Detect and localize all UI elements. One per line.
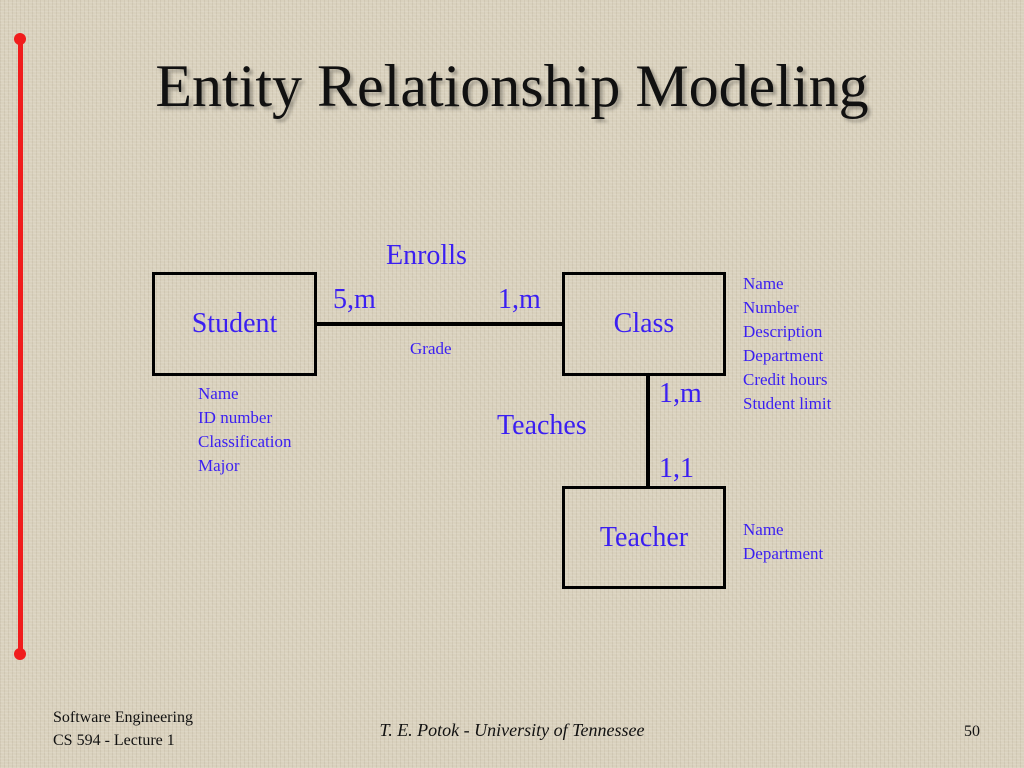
enrolls-student-cardinality: 5,m (333, 284, 376, 315)
class-attributes: Name Number Description Department Credi… (743, 272, 831, 416)
attribute-item: Name (198, 384, 239, 403)
attribute-item: Description (743, 322, 823, 341)
accent-bar-top-dot (14, 33, 26, 45)
accent-bar (18, 40, 23, 654)
attribute-item: Department (743, 544, 824, 563)
teacher-attributes: Name Department (743, 518, 823, 566)
accent-bar-bottom-dot (14, 648, 26, 660)
entity-student: Student (152, 272, 317, 376)
attribute-item: Major (198, 456, 240, 475)
attribute-item: Classification (198, 432, 292, 451)
student-attributes: Name ID number Classification Major (198, 382, 291, 478)
footer-course-name: Software Engineering (53, 709, 193, 726)
attribute-item: Name (743, 274, 784, 293)
teaches-teacher-cardinality: 1,1 (659, 453, 694, 484)
entity-teacher: Teacher (562, 486, 726, 589)
teaches-class-cardinality: 1,m (659, 378, 702, 409)
entity-class: Class (562, 272, 726, 376)
teaches-label: Teaches (497, 410, 587, 441)
attribute-item: Department (743, 346, 824, 365)
enrolls-relationship-line (316, 322, 563, 326)
enrolls-class-cardinality: 1,m (498, 284, 541, 315)
enrolls-label: Enrolls (386, 240, 467, 271)
attribute-item: Number (743, 298, 799, 317)
footer-author: T. E. Potok - University of Tennessee (379, 720, 645, 740)
attribute-item: ID number (198, 408, 273, 427)
footer-course-lecture: CS 594 - Lecture 1 (53, 732, 175, 749)
enrolls-attribute-grade: Grade (410, 339, 452, 358)
footer-course: Software Engineering CS 594 - Lecture 1 (53, 706, 193, 752)
attribute-item: Name (743, 520, 784, 539)
entity-student-label: Student (191, 308, 278, 339)
attribute-item: Student limit (743, 394, 832, 413)
attribute-item: Credit hours (743, 370, 828, 389)
entity-teacher-label: Teacher (599, 521, 689, 553)
page-number: 50 (964, 723, 980, 740)
teaches-relationship-line (646, 375, 650, 487)
slide-title: Entity Relationship Modeling (155, 53, 869, 119)
entity-class-label: Class (613, 308, 675, 339)
